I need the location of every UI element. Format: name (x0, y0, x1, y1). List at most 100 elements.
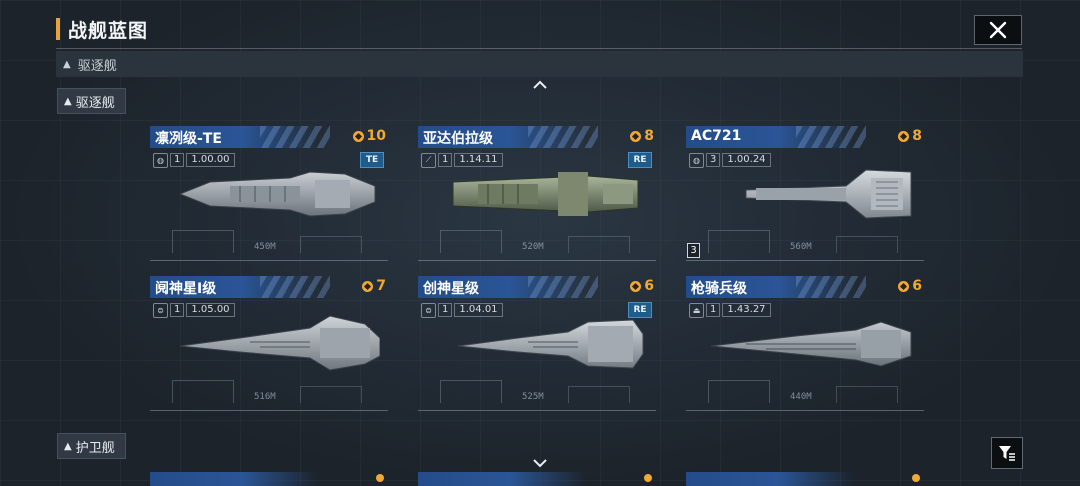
cost-value: 8 (644, 128, 654, 144)
ship-card[interactable]: 凛冽级-TE 10 ◍ 1 1.00.00 TE 450M (150, 126, 388, 262)
module-icon: ⟋ (421, 152, 436, 168)
ship-name: 凛冽级-TE (155, 131, 222, 147)
ship-blueprint: 520M (418, 226, 656, 262)
ship-length: 560M (790, 242, 812, 252)
ship-length: 450M (254, 242, 276, 252)
ship-card-partial[interactable] (686, 472, 924, 486)
ship-length: 440M (790, 392, 812, 402)
ship-cost: 6 (630, 278, 654, 294)
ship-card[interactable]: 创神星级 6 ⊜ 1 1.04.01 RE 525M (418, 276, 656, 412)
ship-version: 1.04.01 (454, 303, 503, 317)
ship-badge: TE (360, 152, 384, 168)
scroll-up-chevron-icon[interactable] (532, 80, 548, 90)
cost-icon (898, 130, 910, 142)
ship-image (179, 315, 380, 371)
ship-info: ◍ 1 1.00.00 (153, 152, 235, 168)
ship-blueprint: 440M (686, 376, 924, 412)
ship-cost: 7 (362, 278, 386, 294)
ship-image (178, 171, 376, 217)
ship-info: ⟋ 1 1.14.11 (421, 152, 503, 168)
title-accent-bar (56, 18, 60, 40)
ship-name: 阋神星I级 (155, 281, 217, 297)
close-icon (989, 21, 1007, 39)
ship-tier: 1 (706, 303, 721, 317)
ship-length: 525M (522, 392, 544, 402)
cost-icon (630, 130, 642, 142)
triangle-up-icon: ▲ (64, 440, 72, 452)
card-header: 创神星级 6 (418, 276, 656, 298)
ship-card-partial[interactable] (418, 472, 656, 486)
triangle-up-icon: ▲ (63, 58, 71, 70)
close-button[interactable] (974, 15, 1022, 45)
ship-info: ⏏ 1 1.43.27 (689, 302, 771, 318)
section-label: 护卫舰 (75, 440, 115, 456)
ship-image (710, 321, 912, 367)
ship-info: ◍ 3 1.00.24 (689, 152, 771, 168)
ship-name: 枪骑兵级 (691, 281, 747, 297)
page-title: 战舰蓝图 (68, 19, 149, 42)
card-header: 枪骑兵级 6 (686, 276, 924, 298)
section-label: 驱逐舰 (75, 95, 115, 111)
ship-badge: RE (628, 302, 652, 318)
ship-version: 1.14.11 (454, 153, 503, 167)
ship-card[interactable]: 枪骑兵级 6 ⏏ 1 1.43.27 440M (686, 276, 924, 412)
card-header: 亚达伯拉级 8 (418, 126, 656, 148)
ship-info: ⊜ 1 1.04.01 (421, 302, 503, 318)
ship-image (452, 172, 639, 216)
filter-icon (999, 446, 1015, 461)
card-header: 凛冽级-TE 10 (150, 126, 388, 148)
section-tag-frigate[interactable]: ▲ 护卫舰 (57, 433, 126, 459)
module-icon: ⊜ (421, 302, 436, 318)
ship-tier: 1 (170, 303, 185, 317)
module-icon: ⊜ (153, 302, 168, 318)
cost-icon (898, 280, 910, 292)
cost-value: 7 (376, 278, 386, 294)
ship-length: 520M (522, 242, 544, 252)
ship-tier: 1 (438, 153, 453, 167)
cost-icon (352, 130, 364, 142)
ship-icon: ⏏ (689, 302, 704, 318)
ship-tier: 3 (706, 153, 721, 167)
ship-cost: 8 (898, 128, 922, 144)
triangle-up-icon: ▲ (64, 95, 72, 107)
ship-version: 1.00.00 (186, 153, 235, 167)
cost-icon (630, 280, 642, 292)
ship-blueprint: 525M (418, 376, 656, 412)
header-divider (56, 48, 1022, 49)
ship-version: 1.00.24 (722, 153, 771, 167)
ship-card[interactable]: AC721 8 ◍ 3 1.00.24 560M (686, 126, 924, 262)
ship-card[interactable]: 阋神星I级 7 ⊜ 1 1.05.00 516M (150, 276, 388, 412)
ship-version: 1.43.27 (722, 303, 771, 317)
ship-blueprint: 450M (150, 226, 388, 262)
category-dropdown[interactable]: ▲ 驱逐舰 (56, 51, 1023, 77)
ship-card-partial[interactable] (150, 472, 388, 486)
tier-tag: 3 (687, 243, 700, 258)
cost-icon (362, 280, 374, 292)
scroll-down-chevron-icon[interactable] (532, 458, 548, 468)
ship-name: 创神星级 (423, 281, 479, 297)
ship-image (457, 319, 644, 369)
globe-icon: ◍ (153, 152, 168, 168)
ship-blueprint: 560M (686, 226, 924, 262)
cost-value: 10 (366, 128, 386, 144)
ship-badge: RE (628, 152, 652, 168)
ship-length: 516M (254, 392, 276, 402)
card-header: AC721 8 (686, 126, 924, 148)
filter-button[interactable] (991, 437, 1023, 469)
category-label: 驱逐舰 (77, 58, 117, 74)
ship-version: 1.05.00 (186, 303, 235, 317)
ship-tier: 1 (170, 153, 185, 167)
ship-tier: 1 (438, 303, 453, 317)
section-tag-destroyer[interactable]: ▲ 驱逐舰 (57, 88, 126, 114)
page-header: 战舰蓝图 (56, 14, 148, 44)
ship-name: AC721 (691, 128, 742, 144)
cost-value: 6 (644, 278, 654, 294)
ship-cost: 6 (898, 278, 922, 294)
globe-icon: ◍ (689, 152, 704, 168)
ship-cost: 10 (352, 128, 386, 144)
card-header: 阋神星I级 7 (150, 276, 388, 298)
ship-blueprint: 516M (150, 376, 388, 412)
ship-card[interactable]: 亚达伯拉级 8 ⟋ 1 1.14.11 RE 520M (418, 126, 656, 262)
cost-value: 8 (912, 128, 922, 144)
cost-value: 6 (912, 278, 922, 294)
